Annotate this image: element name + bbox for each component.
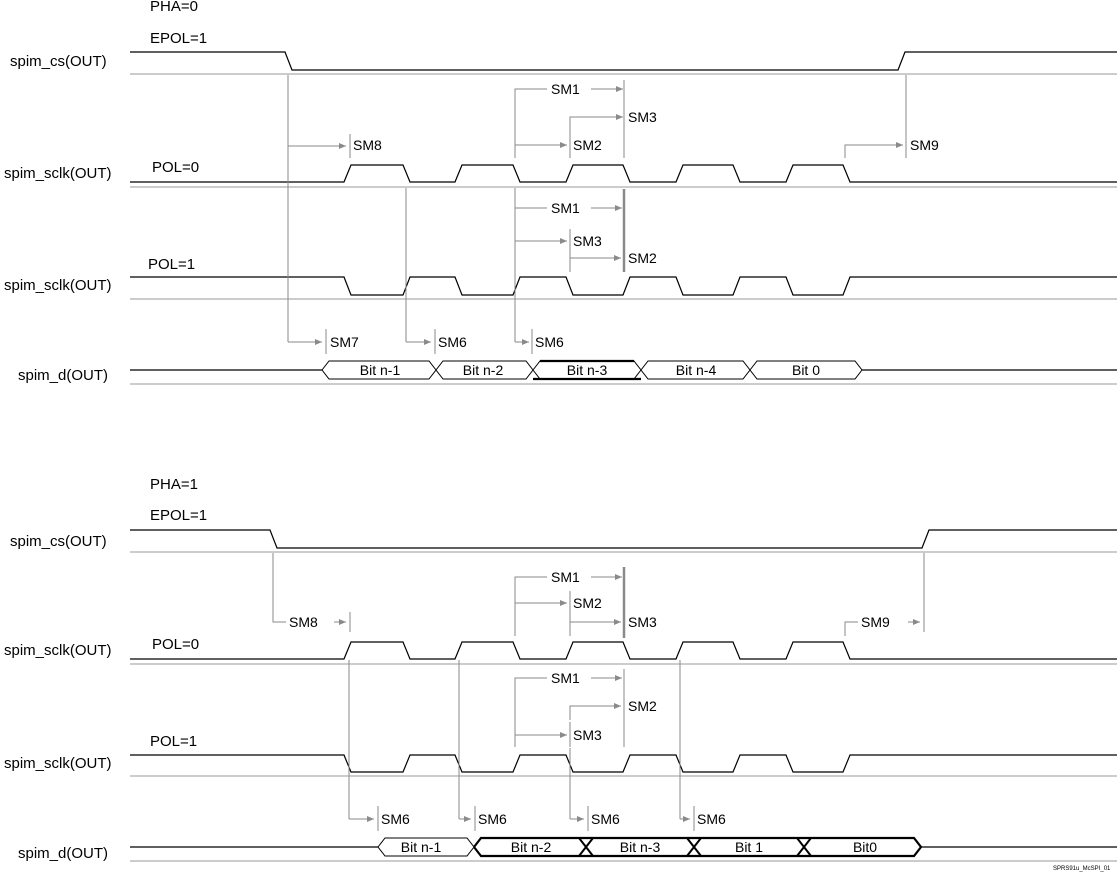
timing-label-sm9: SM9: [861, 614, 890, 630]
epol-label: EPOL=1: [150, 30, 207, 47]
timing-label-sm1: SM1: [551, 569, 580, 585]
timing-label-sm6: SM6: [535, 334, 564, 350]
data-bit-emphasis: [473, 836, 923, 858]
data-bit-label: Bit n-2: [511, 839, 552, 855]
timing-label-sm1: SM1: [551, 81, 580, 97]
data-bit-label: Bit n-1: [360, 362, 401, 378]
pol1-label: POL=1: [148, 256, 195, 273]
figure-footnote: SPRS91u_McSPI_01: [1053, 866, 1111, 872]
data-bit-label: Bit 0: [792, 362, 820, 378]
data-bit-label: Bit n-2: [463, 362, 504, 378]
timing-label-sm9: SM9: [910, 137, 939, 153]
signal-name-cs: spim_cs(OUT): [10, 53, 107, 70]
pol0-label: POL=0: [152, 636, 199, 653]
timing-line: [272, 553, 286, 623]
timing-label-sm6: SM6: [478, 811, 507, 827]
timing-line: [514, 88, 547, 158]
timing-label-sm2: SM2: [573, 595, 602, 611]
pha-label: PHA=1: [150, 476, 198, 493]
timing-label-sm6: SM6: [591, 811, 620, 827]
data-bit-label: Bit n-3: [567, 362, 608, 378]
timing-line: [514, 576, 547, 636]
timing-line: [514, 677, 547, 747]
pol1-label: POL=1: [150, 733, 197, 750]
data-bit-emphasis: [578, 837, 594, 857]
timing-label-sm3: SM3: [628, 614, 657, 630]
timing-label-sm2: SM2: [573, 137, 602, 153]
signal-name-sclk-pol1: spim_sclk(OUT): [4, 277, 112, 294]
signal-name-sclk-pol0: spim_sclk(OUT): [4, 642, 112, 659]
timing-label-sm3: SM3: [628, 109, 657, 125]
signal-name-cs: spim_cs(OUT): [10, 533, 107, 550]
timing-label-sm8: SM8: [353, 137, 382, 153]
data-bit-cell: [749, 360, 863, 380]
section-pha1: PHA=1 EPOL=1 spim_cs(OUT) spim_sclk(OUT)…: [4, 476, 1117, 862]
timing-arrow: [569, 703, 621, 720]
epol-label: EPOL=1: [150, 507, 207, 524]
sclk-pol0-waveform: [130, 164, 1117, 183]
timing-label-sm3: SM3: [573, 233, 602, 249]
section-pha0: PHA=0 EPOL=1 spim_cs(OUT) spim_sclk(OUT)…: [4, 0, 1117, 385]
timing-label-sm6: SM6: [697, 811, 726, 827]
timing-label-sm8: SM8: [289, 614, 318, 630]
data-bit-label: Bit0: [853, 839, 877, 855]
signal-name-sclk-pol1: spim_sclk(OUT): [4, 755, 112, 772]
timing-label-sm2: SM2: [628, 698, 657, 714]
cs-waveform: [130, 51, 1117, 71]
data-bit-label: Bit n-3: [620, 839, 661, 855]
signal-name-sclk-pol0: spim_sclk(OUT): [4, 165, 112, 182]
timing-arrow: [844, 142, 903, 158]
data-bit-label: Bit 1: [735, 839, 763, 855]
timing-label-sm3: SM3: [573, 727, 602, 743]
data-bit-emphasis: [686, 837, 702, 857]
timing-label-sm7: SM7: [330, 334, 359, 350]
pha-label: PHA=0: [150, 0, 198, 15]
timing-line: [844, 621, 858, 636]
timing-label-sm2: SM2: [628, 250, 657, 266]
timing-label-sm1: SM1: [551, 200, 580, 216]
sclk-pol0-waveform: [130, 641, 1117, 660]
signal-name-data: spim_d(OUT): [18, 845, 108, 862]
sclk-pol1-waveform: [130, 276, 1117, 296]
timing-label-sm6: SM6: [381, 811, 410, 827]
data-bit-label: Bit n-1: [401, 839, 442, 855]
pol0-label: POL=0: [152, 159, 199, 176]
data-bit-emphasis: [796, 837, 812, 857]
signal-name-data: spim_d(OUT): [18, 367, 108, 384]
cs-waveform: [130, 529, 1117, 549]
sclk-pol1-waveform: [130, 754, 1117, 773]
data-bit-label: Bit n-4: [676, 362, 717, 378]
timing-label-sm6: SM6: [438, 334, 467, 350]
timing-label-sm1: SM1: [551, 670, 580, 686]
